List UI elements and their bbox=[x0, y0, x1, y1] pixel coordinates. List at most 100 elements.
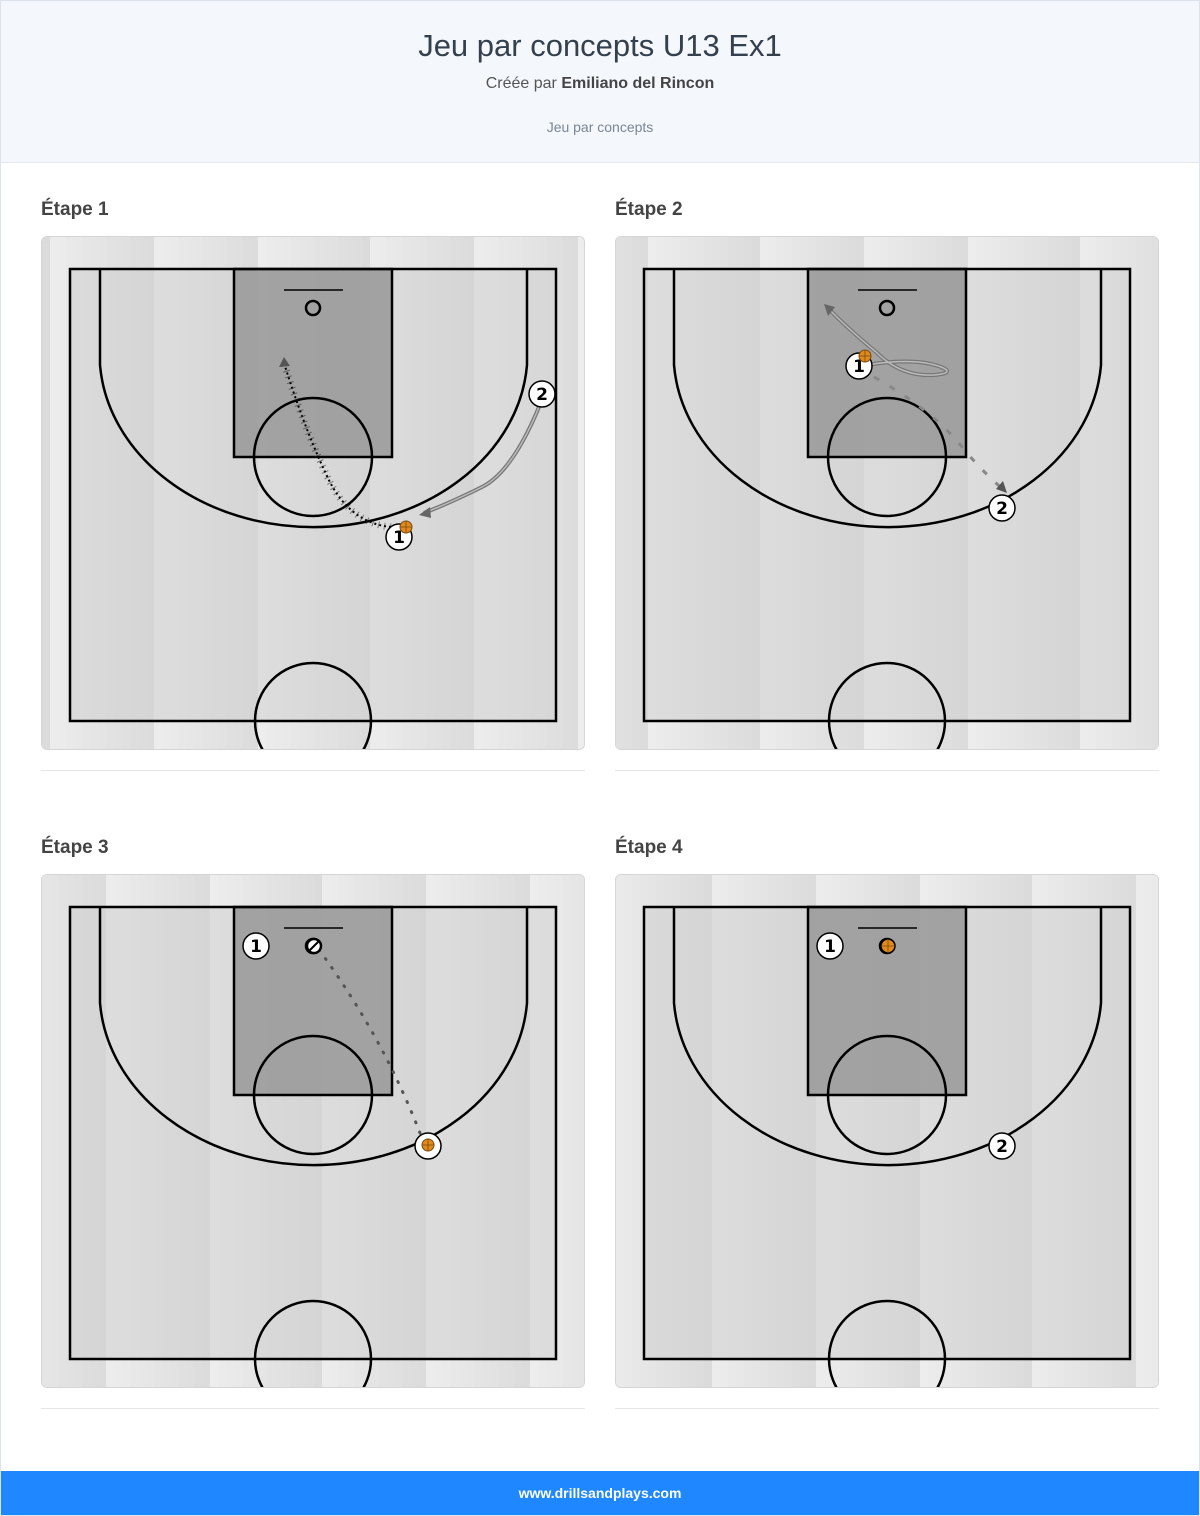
ball-icon bbox=[880, 938, 896, 954]
svg-text:1: 1 bbox=[824, 937, 836, 957]
svg-text:2: 2 bbox=[996, 1137, 1008, 1157]
created-by-label: Créée par bbox=[485, 75, 557, 92]
court-base bbox=[616, 875, 1158, 1387]
ball-icon bbox=[399, 520, 413, 534]
key-outline bbox=[806, 267, 968, 459]
court-svg: 1 2 bbox=[616, 237, 1158, 749]
key-outline bbox=[232, 905, 394, 1097]
step-4: Étape 4 1 2 bbox=[615, 836, 1159, 1409]
key-outline bbox=[806, 905, 968, 1097]
player-2[interactable]: 2 bbox=[988, 1132, 1016, 1160]
step-separator bbox=[41, 1408, 585, 1409]
court-diagram: 2 1 bbox=[41, 236, 585, 750]
ball-icon bbox=[858, 349, 872, 363]
floor-stripe bbox=[42, 237, 50, 749]
floor-stripe bbox=[58, 237, 66, 749]
floor-stripe bbox=[624, 875, 632, 1387]
floor-stripe bbox=[562, 237, 570, 749]
court-diagram: 1 bbox=[41, 874, 585, 1388]
svg-text:2: 2 bbox=[536, 385, 548, 405]
three-point-line bbox=[98, 269, 529, 529]
center-circle bbox=[253, 1299, 373, 1387]
step-3: Étape 3 1 bbox=[41, 836, 585, 1409]
floor-stripe bbox=[1144, 875, 1152, 1387]
court-diagram: 1 2 bbox=[615, 236, 1159, 750]
player-1[interactable]: 1 bbox=[816, 932, 844, 960]
dribble-arrow-head bbox=[279, 357, 290, 367]
player-2[interactable]: 2 bbox=[988, 494, 1016, 522]
center-circle bbox=[827, 1299, 947, 1387]
svg-text:1: 1 bbox=[250, 937, 262, 957]
page-header: Jeu par concepts U13 Ex1 Créée par Emili… bbox=[1, 1, 1199, 163]
three-point-line bbox=[672, 907, 1103, 1167]
floor-stripe bbox=[616, 237, 624, 749]
court-base bbox=[616, 237, 1158, 749]
step-2: Étape 2 1 2 bbox=[615, 198, 1159, 771]
floor-stripe bbox=[58, 875, 66, 1387]
center-circle bbox=[827, 661, 947, 749]
step-title: Étape 1 bbox=[41, 199, 109, 220]
floor-stripe bbox=[1136, 875, 1144, 1387]
court-base bbox=[42, 237, 584, 749]
category-label: Jeu par concepts bbox=[546, 119, 654, 135]
floor-stripe bbox=[50, 875, 58, 1387]
floor-stripe bbox=[554, 875, 562, 1387]
svg-text:1: 1 bbox=[853, 357, 865, 377]
floor-stripe bbox=[1152, 875, 1158, 1387]
three-point-line bbox=[672, 269, 1103, 529]
dribble-path bbox=[283, 362, 392, 528]
floor-stripe bbox=[616, 875, 624, 1387]
player-2-with-ball[interactable] bbox=[414, 1132, 442, 1160]
step-separator bbox=[615, 1408, 1159, 1409]
author-name: Emiliano del Rincon bbox=[561, 75, 715, 92]
floor-stripe bbox=[578, 875, 584, 1387]
floor-stripe bbox=[570, 875, 578, 1387]
shot-target-mark bbox=[308, 940, 320, 952]
three-point-line bbox=[98, 907, 529, 1167]
floor-stripe bbox=[562, 875, 570, 1387]
free-throw-circle bbox=[252, 396, 374, 518]
floor-stripe bbox=[1128, 875, 1136, 1387]
court-svg: 1 2 bbox=[616, 875, 1158, 1387]
floor-stripe bbox=[570, 237, 578, 749]
step-title: Étape 3 bbox=[41, 837, 109, 858]
floor-stripe bbox=[1152, 237, 1158, 749]
floor-stripe bbox=[1144, 237, 1152, 749]
player-1[interactable]: 1 bbox=[242, 932, 270, 960]
player-2[interactable]: 2 bbox=[528, 380, 556, 408]
footer: www.drillsandplays.com bbox=[1, 1471, 1199, 1515]
court-diagram: 1 2 bbox=[615, 874, 1159, 1388]
free-throw-circle bbox=[826, 396, 948, 518]
floor-stripe bbox=[624, 237, 632, 749]
cut-path-inner bbox=[828, 308, 948, 376]
center-circle bbox=[253, 661, 373, 749]
court-base bbox=[42, 875, 584, 1387]
move-arrow-head bbox=[996, 481, 1007, 493]
floor-stripe bbox=[578, 237, 584, 749]
paint-area bbox=[234, 269, 392, 457]
shot-path bbox=[315, 945, 422, 1135]
step-title: Étape 4 bbox=[615, 837, 683, 858]
author-line: Créée par Emiliano del Rincon bbox=[1, 74, 1199, 94]
page-title: Jeu par concepts U13 Ex1 bbox=[418, 28, 782, 63]
footer-link[interactable]: www.drillsandplays.com bbox=[518, 1485, 682, 1501]
step-1: Étape 1 2 1 bbox=[41, 198, 585, 771]
step-title: Étape 2 bbox=[615, 199, 683, 220]
floor-stripe bbox=[42, 875, 50, 1387]
court-svg: 2 1 bbox=[42, 237, 584, 749]
basket-rim bbox=[878, 299, 896, 317]
svg-text:2: 2 bbox=[996, 499, 1008, 519]
step-separator bbox=[41, 770, 585, 771]
step-separator bbox=[615, 770, 1159, 771]
key-outline bbox=[232, 267, 394, 459]
floor-stripe bbox=[1136, 237, 1144, 749]
cut-path-inner bbox=[423, 406, 540, 514]
basket-rim bbox=[304, 299, 322, 317]
free-throw-circle bbox=[252, 1034, 374, 1156]
floor-stripe bbox=[632, 875, 640, 1387]
floor-stripe bbox=[1128, 237, 1136, 749]
cut-arrow-head bbox=[419, 507, 431, 518]
svg-text:1: 1 bbox=[393, 528, 405, 548]
court-svg: 1 bbox=[42, 875, 584, 1387]
floor-stripe bbox=[50, 237, 58, 749]
